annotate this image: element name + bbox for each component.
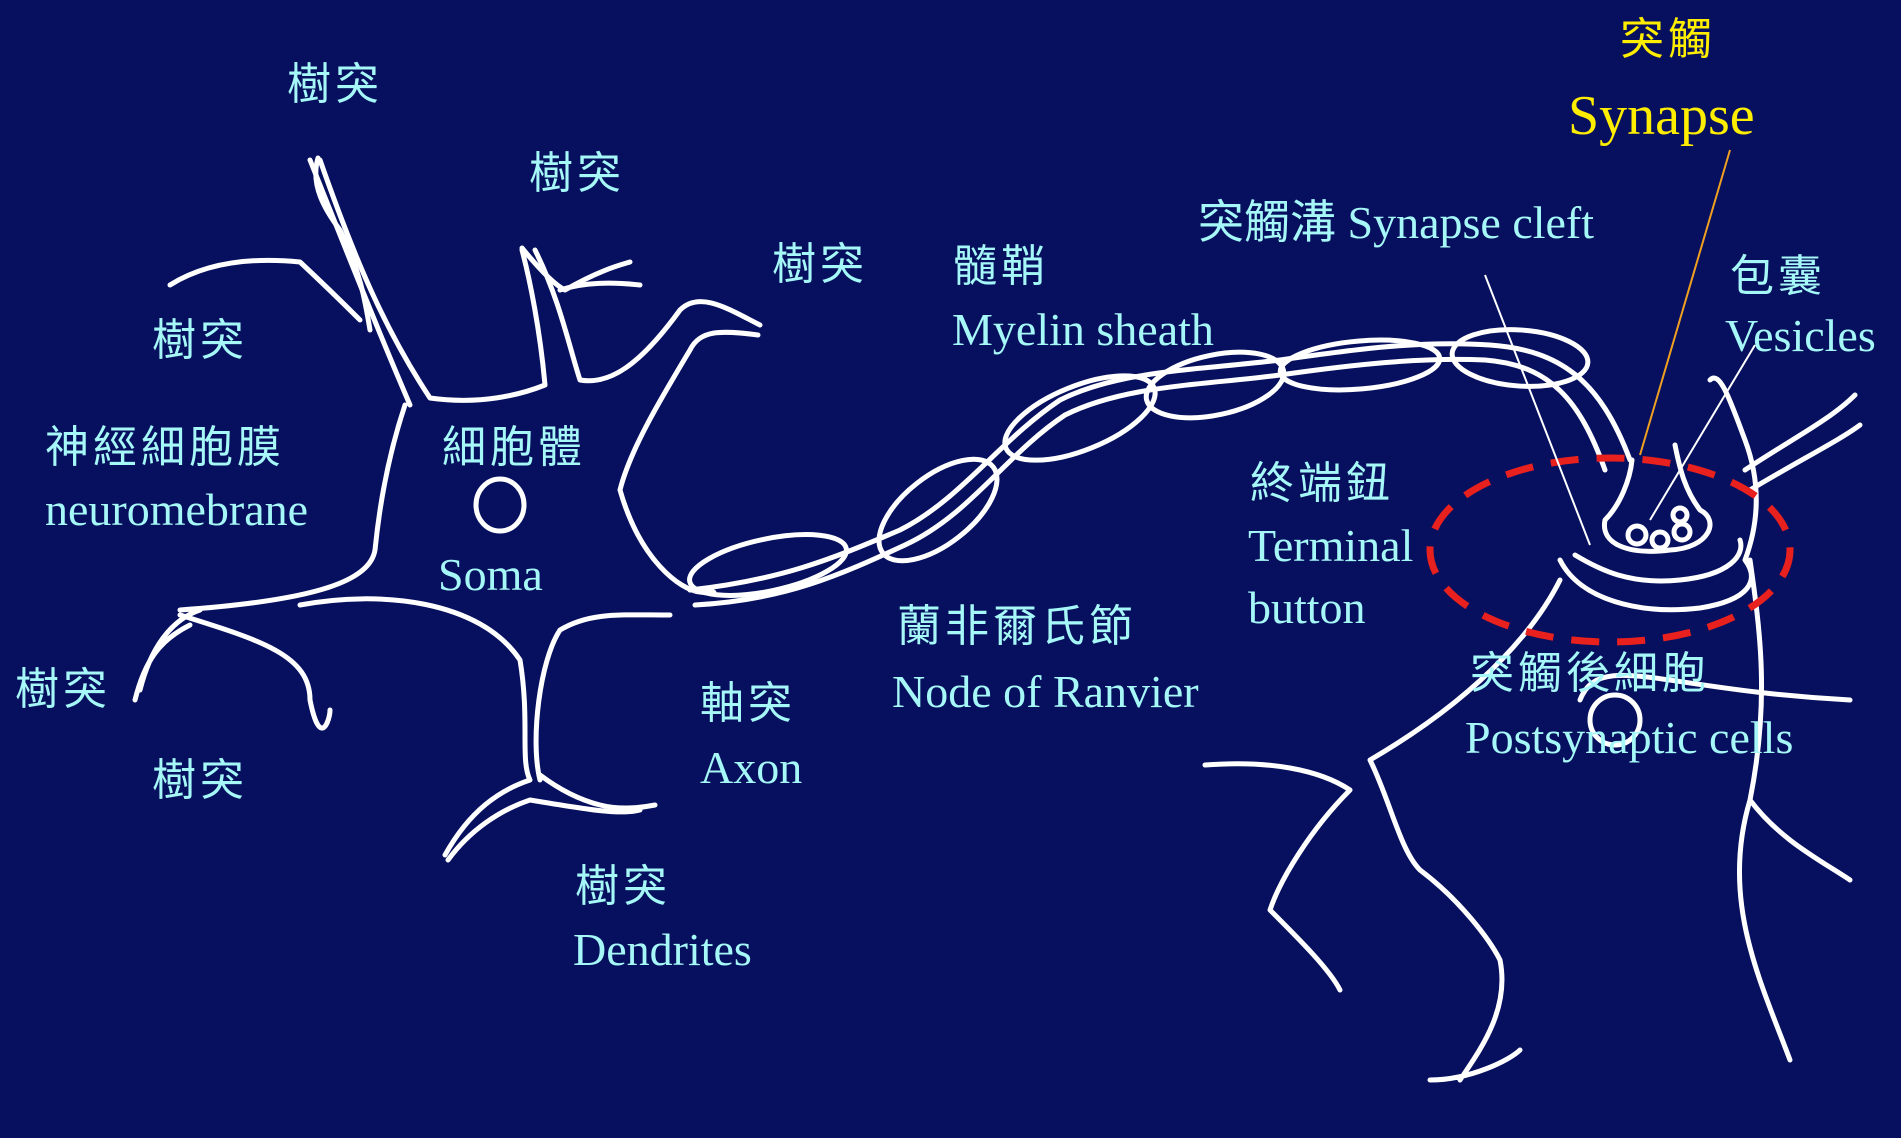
- dendrites-label-en: Dendrites: [573, 927, 752, 973]
- dendrite-label-2: 樹突: [529, 152, 625, 196]
- postsynaptic-label-zh: 突觸後細胞: [1470, 652, 1710, 696]
- synapse-label-zh: 突觸: [1620, 18, 1716, 62]
- vesicle: [1652, 532, 1668, 548]
- membrane-label-en: neuromebrane: [45, 487, 308, 533]
- vesicles-label-en: Vesicles: [1725, 313, 1876, 359]
- dendrite-branch-top-left: [170, 158, 370, 330]
- dendrite-label-4: 樹突: [152, 319, 248, 363]
- myelin-label-zh: 髓鞘: [953, 245, 1049, 289]
- dendrite-label-3: 樹突: [772, 243, 868, 287]
- myelin-segment: [994, 358, 1166, 477]
- node-label-en: Node of Ranvier: [892, 669, 1199, 715]
- axon-label-en: Axon: [700, 745, 802, 791]
- axon-label-zh: 軸突: [700, 682, 796, 726]
- myelin-label-en: Myelin sheath: [952, 307, 1214, 353]
- dendrite-branch-left-low: [135, 610, 200, 700]
- synapse-cleft-label: 突觸溝 Synapse cleft: [1198, 200, 1594, 246]
- vesicles-label-zh: 包囊: [1730, 255, 1826, 299]
- soma-label-en: Soma: [438, 552, 543, 598]
- soma-label-zh: 細胞體: [442, 426, 586, 470]
- terminal-label-en-1: Terminal: [1248, 523, 1413, 569]
- dendrites-label-zh: 樹突: [575, 865, 671, 909]
- vesicle: [1674, 524, 1690, 540]
- dendrite-label-6: 樹突: [152, 759, 248, 803]
- vesicle: [1628, 526, 1646, 544]
- terminal-label-en-2: button: [1248, 585, 1366, 631]
- membrane-label-zh: 神經細胞膜: [45, 426, 285, 470]
- postsynaptic-label-en: Postsynaptic cells: [1465, 715, 1793, 761]
- synapse-dashed-circle: [1430, 458, 1790, 642]
- dendrite-label-5: 樹突: [15, 668, 111, 712]
- terminal-label-zh: 終端鈕: [1250, 462, 1394, 506]
- vesicle: [1673, 508, 1687, 522]
- synapse-label-en: Synapse: [1568, 88, 1755, 144]
- dendrite-label-1: 樹突: [287, 63, 383, 107]
- node-label-zh: 蘭非爾氏節: [897, 605, 1137, 649]
- soma-nucleus: [476, 479, 524, 531]
